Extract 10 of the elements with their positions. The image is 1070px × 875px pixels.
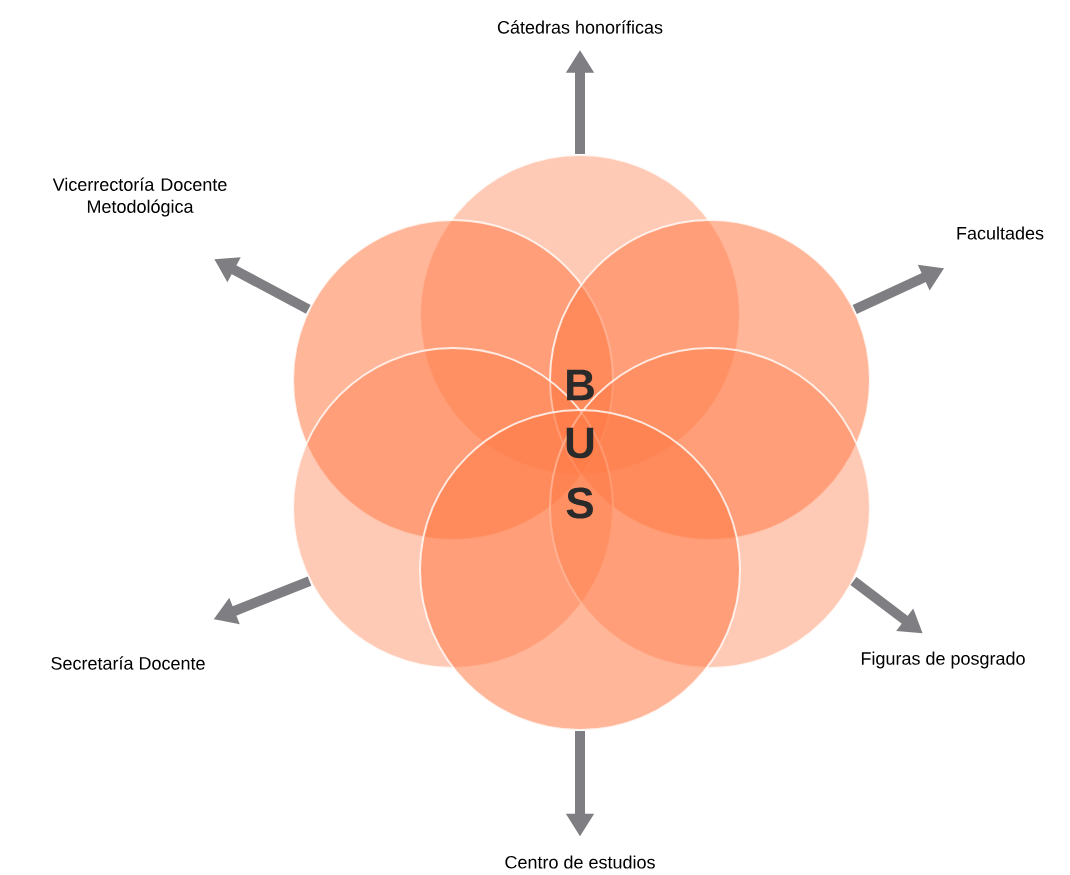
node-label: Centro de estudios <box>505 855 655 869</box>
letter-label: B <box>567 369 594 401</box>
letter-label: U <box>566 427 594 459</box>
node-label: Vicerrectoría Docente Metodológica <box>52 177 227 217</box>
node-label: Figuras de posgrado <box>861 651 1025 669</box>
node-label: Facultades <box>957 226 1044 240</box>
node-label: Secretaría Docente <box>51 656 205 670</box>
letter-label: S <box>566 487 593 519</box>
node-label: Cátedras honoríficas <box>497 20 663 34</box>
circle <box>419 409 741 731</box>
